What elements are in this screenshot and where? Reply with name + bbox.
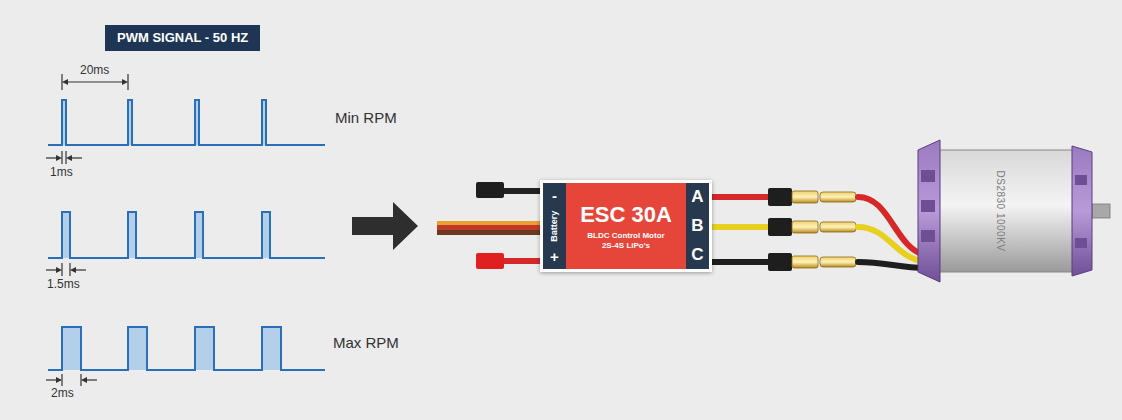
motor-wires <box>858 197 925 268</box>
phase-letter: B <box>691 216 703 236</box>
terminal-name: Battery <box>549 210 559 241</box>
pulse-width-dimension <box>46 374 97 386</box>
terminal-sign: - <box>552 187 557 204</box>
pwm-waveform <box>48 100 325 145</box>
motor-phase-strip: ABC <box>686 183 709 269</box>
esc-battery-rating: 2S-4S LiPo's <box>602 241 650 250</box>
bldc-motor <box>918 140 1110 282</box>
pwm-waveform <box>48 327 325 370</box>
battery-terminal-strip: - Battery + <box>543 183 566 269</box>
esc-input-wires <box>437 182 542 269</box>
rpm-label: Max RPM <box>333 334 399 351</box>
motor-model-label: DS2830 1000KV <box>995 170 1006 251</box>
esc-name: ESC 30A <box>580 202 672 227</box>
terminal-sign: + <box>550 248 559 265</box>
esc-output-wires <box>710 188 792 271</box>
pulse-width-dimension <box>46 151 82 164</box>
pulse-width-label: 2ms <box>51 386 74 400</box>
diagram-title: PWM SIGNAL - 50 HZ <box>105 25 260 51</box>
signal-arrow <box>352 202 418 250</box>
rpm-label: Min RPM <box>335 109 397 126</box>
bullet-connectors <box>792 191 856 268</box>
phase-letter: A <box>691 187 703 207</box>
pwm-waveform <box>48 212 325 258</box>
phase-letter: C <box>691 245 703 265</box>
period-label: 20ms <box>80 63 109 77</box>
pulse-width-label: 1.5ms <box>47 277 80 291</box>
pulse-width-label: 1ms <box>50 165 73 179</box>
pulse-width-dimension <box>46 263 86 276</box>
esc-description: BLDC Control Motor <box>587 231 664 240</box>
esc-module: ESC 30A BLDC Control Motor2S-4S LiPo's - Ba… <box>540 180 712 272</box>
